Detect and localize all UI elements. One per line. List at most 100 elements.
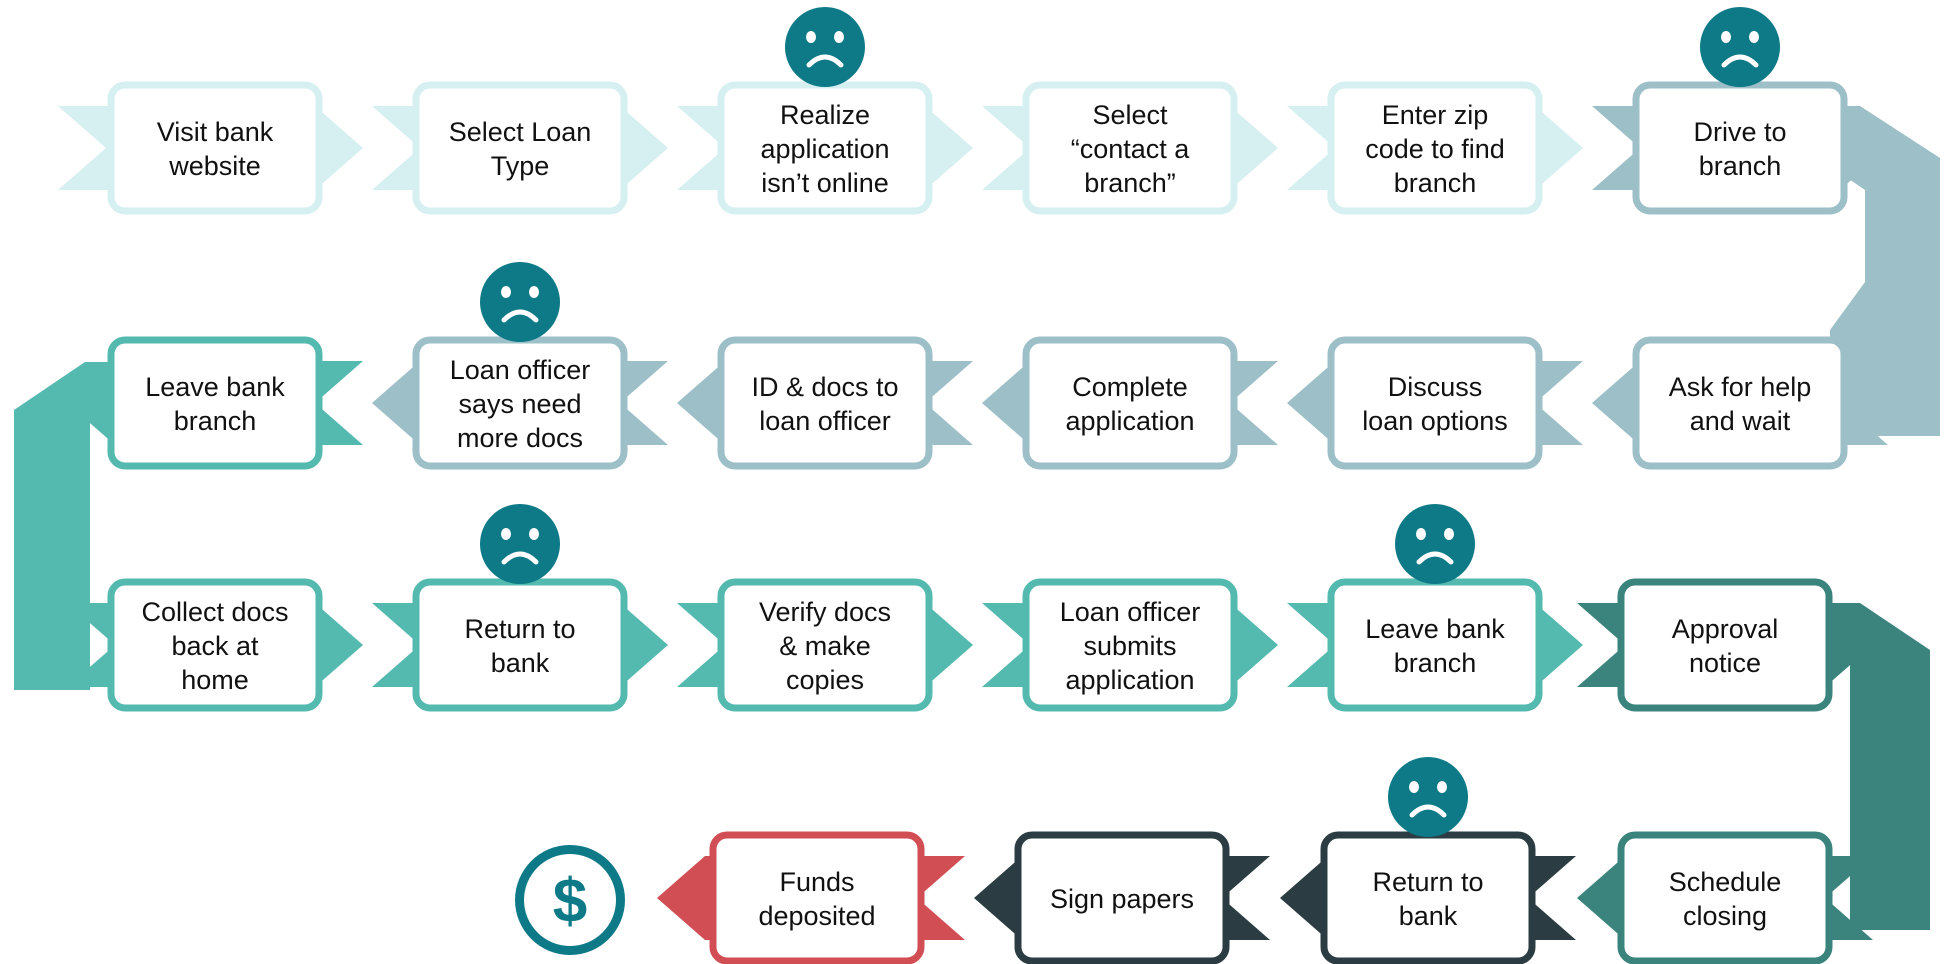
step-label-line: submits: [1083, 631, 1176, 661]
step-label-line: Ask for help: [1669, 372, 1812, 402]
sad-face-icon: [1395, 504, 1475, 584]
step-label-line: Return to: [464, 614, 575, 644]
step-label-line: Collect docs: [141, 597, 288, 627]
step-label-line: Select Loan: [449, 117, 592, 147]
sad-face-icon: [480, 262, 560, 342]
sad-face-circle: [1388, 757, 1468, 837]
step-label-line: website: [168, 151, 261, 181]
step-box: [107, 336, 323, 470]
step-label-line: Funds: [779, 867, 854, 897]
step-box: [107, 81, 323, 215]
sad-face-circle: [1395, 504, 1475, 584]
sad-face-eye-left: [501, 286, 511, 298]
sad-face-mouth: [501, 551, 539, 565]
step-label-line: Loan officer: [1060, 597, 1201, 627]
step-sign-papers: Sign papers: [1014, 831, 1230, 964]
step-label-line: application: [1065, 665, 1194, 695]
flow-arrows: [58, 106, 1888, 940]
step-label-line: ID & docs to: [751, 372, 898, 402]
dollar-icon-inner: [524, 854, 616, 946]
step-box: [717, 578, 933, 712]
step-id-docs-to-loan-officer: ID & docs to loan officer: [717, 336, 933, 470]
step-label-line: Select: [1092, 100, 1168, 130]
step-label-line: application: [760, 134, 889, 164]
sad-face-eye-left: [1409, 781, 1419, 793]
step-box: [1022, 81, 1238, 215]
sad-face-icon: [1388, 757, 1468, 837]
sad-face-icon: [480, 504, 560, 584]
step-label-line: Type: [491, 151, 550, 181]
flow-corner-connectors: [14, 106, 1940, 930]
sad-face-eye-right: [529, 286, 539, 298]
step-label-line: isn’t online: [761, 168, 889, 198]
step-box: [412, 81, 628, 215]
sad-face-circle: [785, 7, 865, 87]
step-label-line: notice: [1689, 648, 1761, 678]
step-label-line: back at: [171, 631, 259, 661]
sad-face-icon: [785, 7, 865, 87]
sad-face-eye-left: [501, 528, 511, 540]
sad-face-eye-left: [806, 31, 816, 43]
final-marker: $: [515, 845, 625, 955]
step-visit-bank-website: Visit bank website: [107, 81, 323, 215]
sad-face-eye-left: [1721, 31, 1731, 43]
step-label-line: application: [1065, 406, 1194, 436]
step-box: [1632, 336, 1848, 470]
step-label-line: bank: [491, 648, 550, 678]
step-label-line: Return to: [1372, 867, 1483, 897]
step-label-line: loan officer: [759, 406, 891, 436]
step-label-line: branch: [1394, 168, 1477, 198]
step-label-line: and wait: [1690, 406, 1791, 436]
step-label-line: Discuss: [1388, 372, 1483, 402]
step-box: [1327, 336, 1543, 470]
step-label-line: Enter zip: [1382, 100, 1489, 130]
step-box: [1022, 336, 1238, 470]
sad-face-eye-left: [1416, 528, 1426, 540]
step-label-line: home: [181, 665, 249, 695]
step-label-line: & make: [779, 631, 871, 661]
step-ask-for-help: Ask for help and wait: [1632, 336, 1848, 470]
step-realize-application-not-online: Realize application isn’t online: [717, 81, 933, 215]
step-label-line: copies: [786, 665, 864, 695]
step-label-line: Sign papers: [1050, 884, 1194, 914]
sad-face-eye-right: [529, 528, 539, 540]
sad-face-circle: [480, 504, 560, 584]
step-box: [107, 578, 323, 712]
step-box: [1022, 578, 1238, 712]
step-box: [1327, 81, 1543, 215]
step-label-line: Verify docs: [759, 597, 891, 627]
step-box: [1320, 831, 1536, 964]
step-discuss-loan-options: Discuss loan options: [1327, 336, 1543, 470]
step-box: [1632, 81, 1848, 215]
step-box: [1617, 831, 1833, 964]
sad-face-mouth: [1409, 804, 1447, 818]
step-approval-notice: Approval notice: [1617, 578, 1833, 712]
step-label-line: bank: [1399, 901, 1458, 931]
dollar-icon: $: [553, 867, 587, 936]
sad-face-eye-right: [1749, 31, 1759, 43]
step-return-to-bank-2: Return to bank: [1320, 831, 1536, 964]
step-box: [1014, 831, 1230, 964]
step-return-to-bank-1: Return to bank: [412, 578, 628, 712]
sad-face-markers: [480, 7, 1780, 837]
step-label-line: Realize: [780, 100, 870, 130]
step-label-line: code to find: [1365, 134, 1505, 164]
step-label-line: loan options: [1362, 406, 1508, 436]
step-label-line: Leave bank: [145, 372, 285, 402]
step-label-line: Visit bank: [157, 117, 274, 147]
step-label-line: Approval: [1672, 614, 1779, 644]
step-box: [717, 336, 933, 470]
corner-connector-right-1b: [1830, 282, 1940, 436]
sad-face-circle: [1700, 7, 1780, 87]
sad-face-mouth: [1416, 551, 1454, 565]
step-label-line: Drive to: [1693, 117, 1786, 147]
